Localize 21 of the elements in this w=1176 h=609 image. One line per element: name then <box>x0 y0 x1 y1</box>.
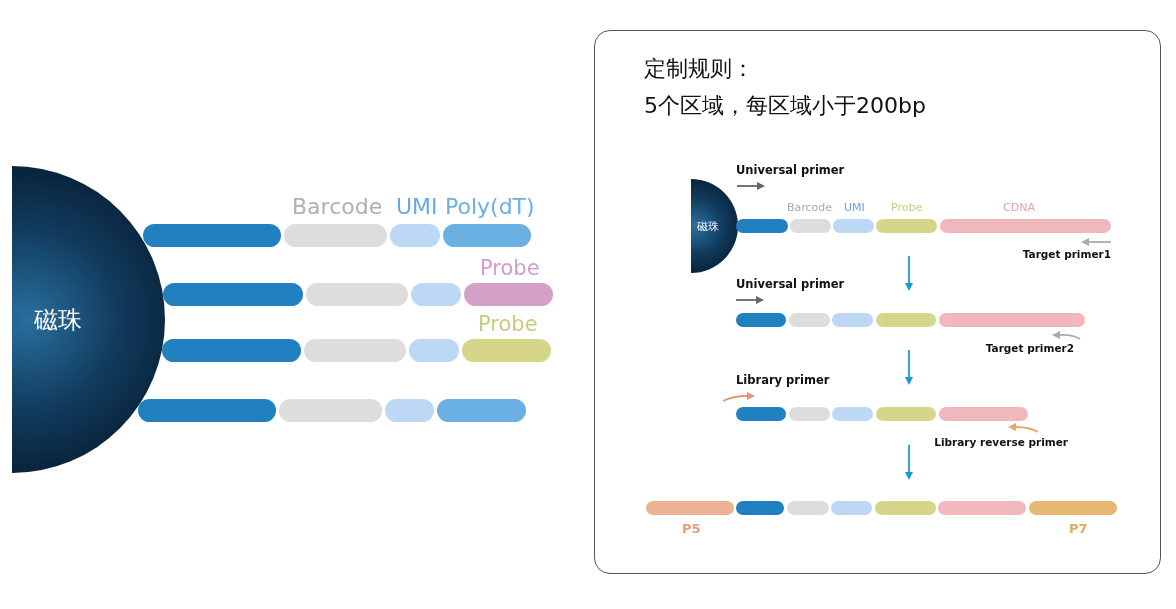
segment-label: UMI <box>396 195 438 220</box>
segment-label: Probe <box>478 313 538 337</box>
segment-label: Poly(dT) <box>445 195 535 220</box>
adapter-label: P5 <box>682 522 701 537</box>
panel-heading: 定制规则： <box>644 57 754 82</box>
bead-label: 磁珠 <box>697 218 719 234</box>
primer-label: Library reverse primer <box>934 437 1068 449</box>
segment-label: Barcode <box>292 195 383 220</box>
primer-label: Target primer1 <box>1022 249 1111 261</box>
primer-label: Universal primer <box>736 278 845 291</box>
adapter-label: P7 <box>1069 522 1088 537</box>
segment-label: CDNA <box>1003 202 1035 215</box>
segment-label: Barcode <box>787 202 833 215</box>
segment-label: Probe <box>480 257 540 281</box>
primer-label: Universal primer <box>736 164 845 177</box>
panel-text: 5个区域，每区域小于200bp <box>644 94 926 119</box>
primer-label: Target primer2 <box>985 343 1074 355</box>
segment-label: Probe <box>891 202 923 215</box>
primer-label: Library primer <box>736 374 830 387</box>
bead-label: 磁珠 <box>34 304 82 336</box>
segment-label: UMI <box>844 202 865 215</box>
